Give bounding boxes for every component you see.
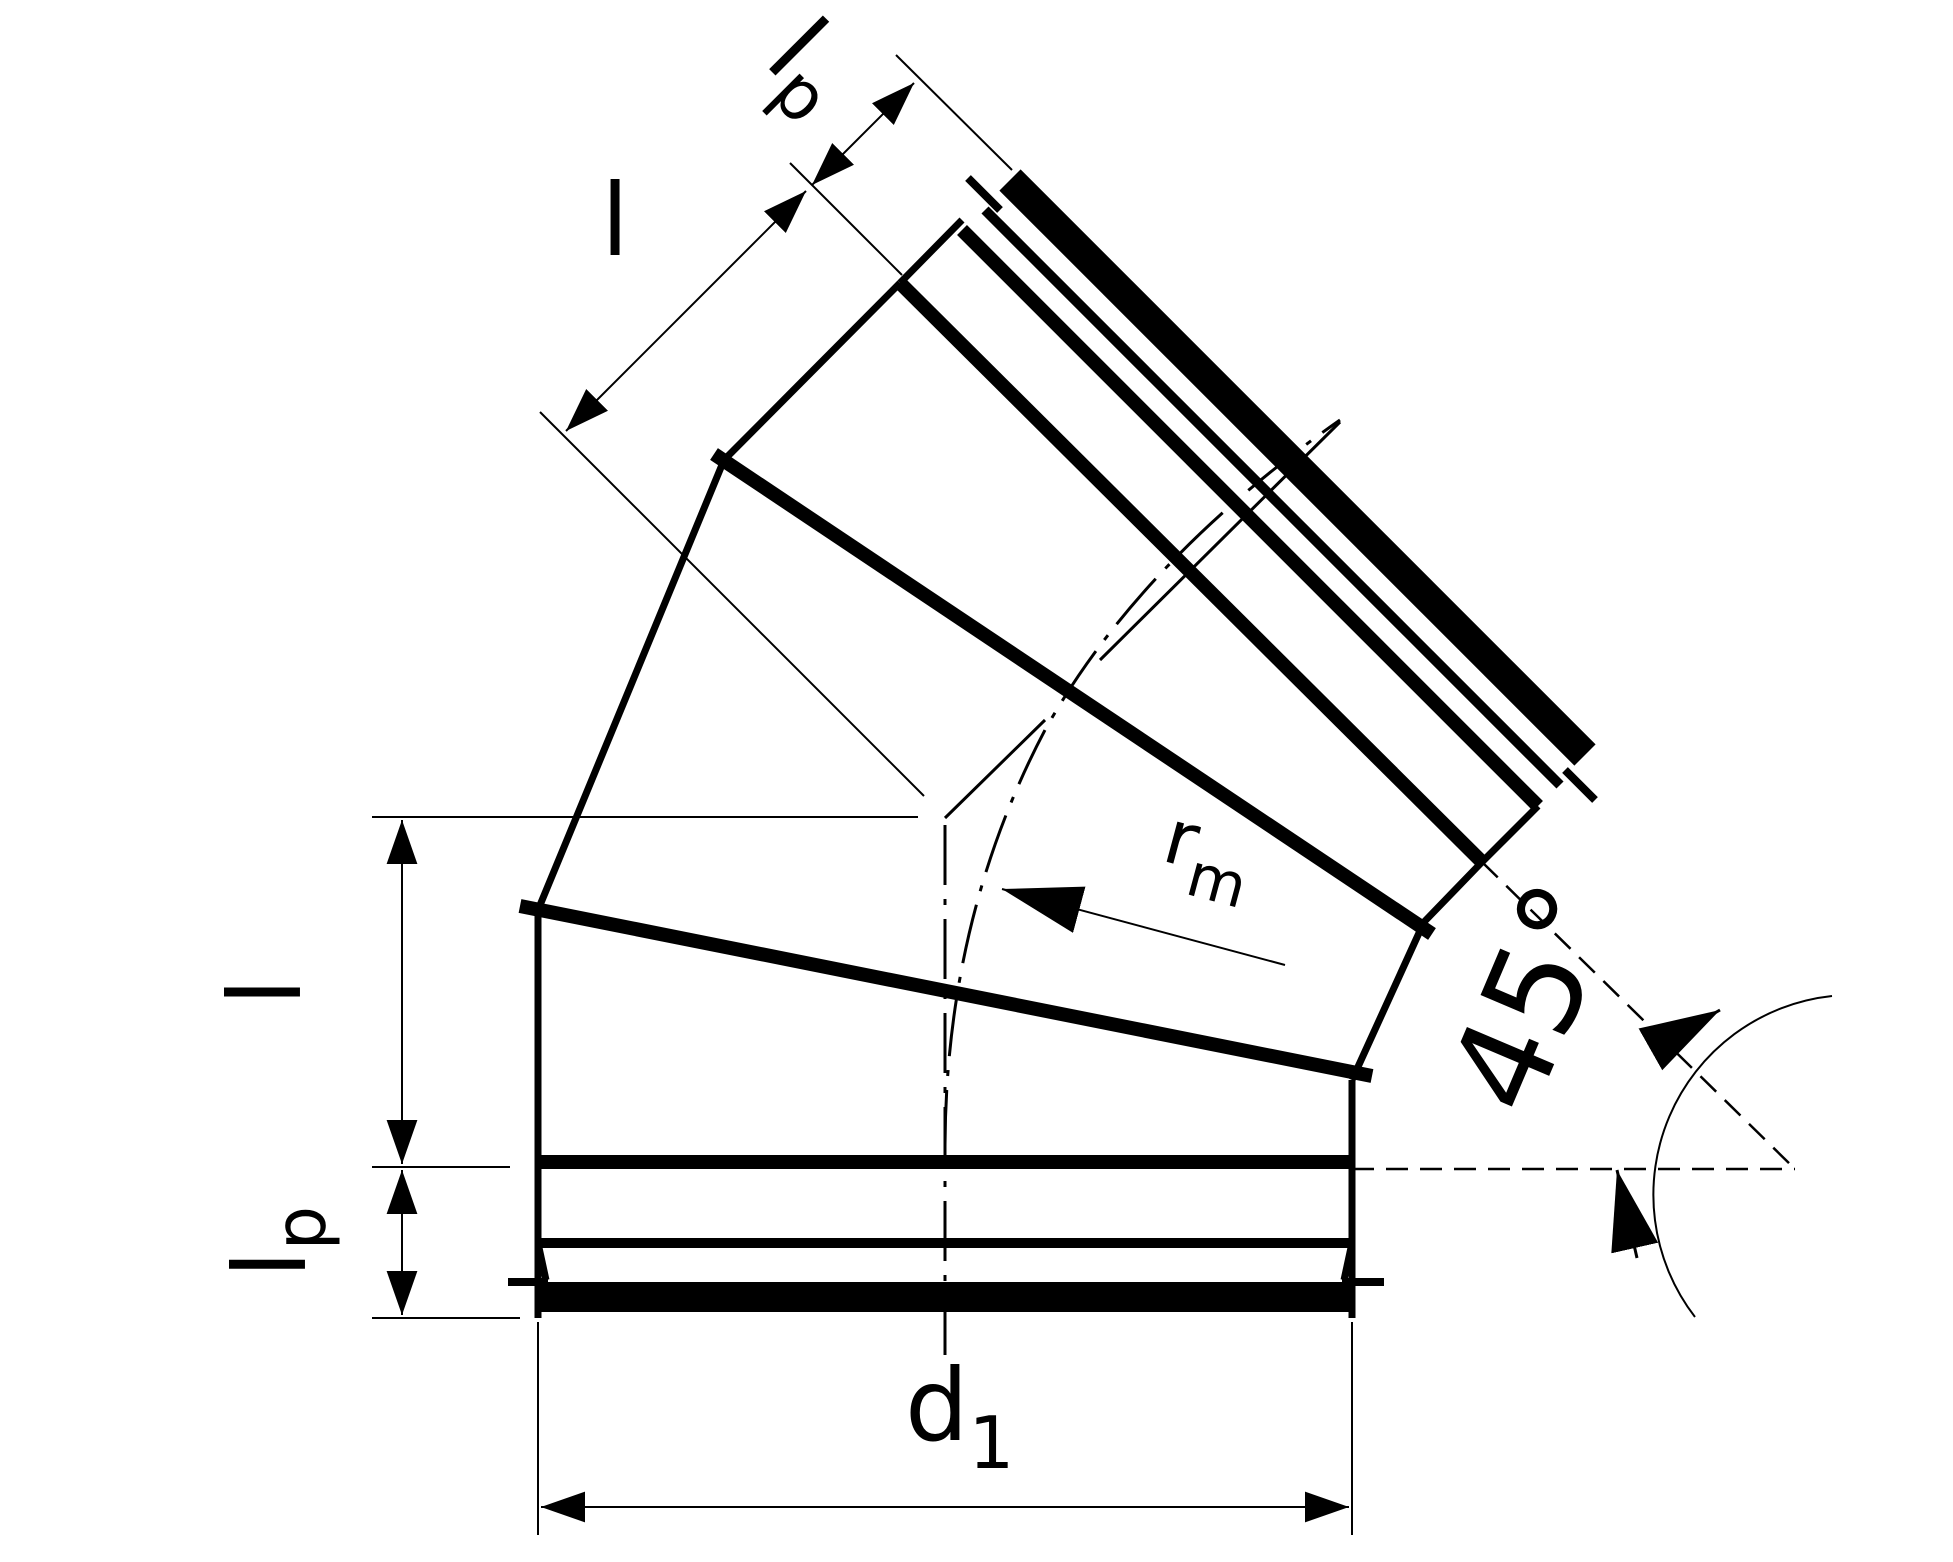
dimension-labels: l lp l lp rm d1 45° xyxy=(207,0,1649,1485)
extension-lines xyxy=(372,54,1353,1535)
upper-spigot-bead xyxy=(981,206,1564,789)
label-d1: d1 xyxy=(905,1347,1014,1485)
joint-2 xyxy=(710,448,1436,940)
upper-spigot xyxy=(957,169,1598,811)
dim-lp-upper xyxy=(811,82,915,186)
joint-3 xyxy=(895,278,1487,867)
upper-spigot-band xyxy=(957,225,1543,811)
dimension-lines xyxy=(386,82,1349,1523)
label-lp-left: lp xyxy=(212,1206,342,1278)
ext-upper-lp-end xyxy=(895,54,1013,171)
label-lp-upper: lp xyxy=(736,0,879,140)
centerline-upper xyxy=(1098,420,1342,662)
centerline xyxy=(943,418,1342,1355)
upper-gasket-lip-b xyxy=(1562,767,1598,803)
angle-arrow-lower xyxy=(1611,1169,1659,1259)
segment-joints xyxy=(518,278,1487,1083)
upper-segment-left xyxy=(721,280,903,463)
ext-upper-l-start xyxy=(539,411,925,797)
joint-1 xyxy=(518,899,1374,1083)
gasket-left-edge xyxy=(534,1242,550,1281)
angle-arc xyxy=(1652,995,1833,1318)
gasket-right-edge xyxy=(1340,1242,1356,1281)
upper-collar-left xyxy=(897,217,965,286)
segment-right-side xyxy=(1348,920,1428,1082)
angle-arrow-upper xyxy=(1638,1008,1721,1071)
ext-upper-l-end xyxy=(789,162,903,276)
upper-segment-right xyxy=(1421,859,1485,925)
angle-ref-diagonal xyxy=(1481,861,1796,1170)
angle-indication xyxy=(1352,861,1833,1318)
dim-l-upper xyxy=(565,190,807,432)
label-l-upper: l xyxy=(601,162,629,279)
label-l-left: l xyxy=(207,978,324,1006)
label-angle: 45° xyxy=(1419,862,1649,1133)
segment-left-side xyxy=(534,458,728,912)
centerline-kink-a xyxy=(943,718,1047,820)
upper-collar-right xyxy=(1479,803,1541,865)
upper-gasket-band xyxy=(999,169,1596,766)
centerline-arc xyxy=(943,418,1341,1151)
dim-rm xyxy=(1001,886,1286,966)
upper-gasket-lip-a xyxy=(965,175,1003,213)
